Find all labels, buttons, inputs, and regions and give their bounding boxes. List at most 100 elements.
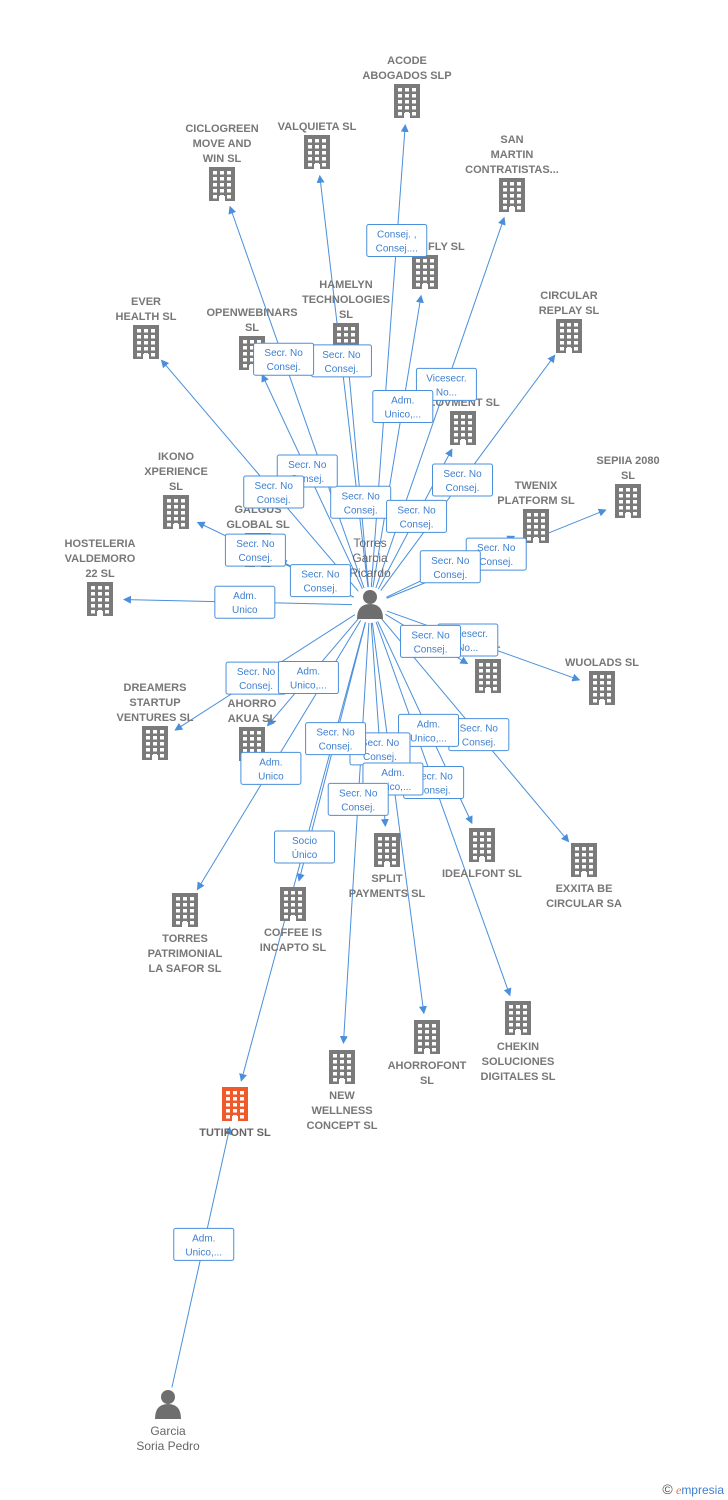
building-window [243,346,247,350]
building-window [243,358,247,362]
building-window [190,909,194,913]
building-window [151,329,155,333]
building-window [510,194,514,198]
building-door [515,1030,521,1035]
company-node-tutifont[interactable]: TUTIFONT SL [199,1087,271,1139]
building-window [284,915,288,919]
node-label-line: VALDEMORO [65,553,136,565]
edge-label-acode[interactable]: Consej. ,Consej.... [366,223,428,257]
edge-label-text: Consej. [363,752,397,763]
node-label-line: STARTUP [129,697,180,709]
building-window [468,439,472,443]
building-window [322,139,326,143]
building-window [308,145,312,149]
building-window [516,1005,520,1009]
building-window [298,903,302,907]
building-window [308,157,312,161]
building-window [425,1036,429,1040]
company-node-idealfont[interactable]: IDEALFONT SL [442,828,522,880]
building-door [314,164,320,169]
company-node-sanmartin[interactable]: SANMARTINCONTRATISTAS... [465,134,559,212]
building-window [593,681,597,685]
building-icon [556,319,582,353]
edge-label-trocofly[interactable]: Adm.Unico,... [372,389,434,423]
building-window [392,861,396,865]
building-window [473,856,477,860]
building-door [460,440,466,445]
edge-label-hosteleria[interactable]: Adm.Unico [214,585,276,619]
edge-label-text: Secr. No [460,724,499,735]
edge-label-text: Secr. No [322,350,361,361]
edge-label-text: Consej. [341,802,375,813]
building-door [173,524,179,529]
building-window [534,531,538,535]
edge-label-box [253,342,315,376]
building-window [412,112,416,116]
building-window [454,439,458,443]
building-window [412,94,416,98]
edge-label-torrespatrimonial[interactable]: Adm.Unico [240,751,302,785]
building-window [517,206,521,210]
company-node-valquieta[interactable]: VALQUIETA SL [278,121,357,169]
building-icon [412,255,438,289]
building-window [181,511,185,515]
building-door [479,857,485,862]
building-window [220,177,224,181]
edge-label-idealfont[interactable]: Adm.Unico,... [398,713,460,747]
building-window [626,500,630,504]
building-window [151,347,155,351]
edge-label-tutifont[interactable]: Adm.Unico,... [173,1227,235,1261]
building-window [257,731,261,735]
building-icon [374,833,400,867]
building-window [392,855,396,859]
building-window [468,415,472,419]
building-window [243,749,247,753]
building-window [461,415,465,419]
node-label-line: TORRES [162,933,208,945]
edge-label-ahorroakua[interactable]: Adm.Unico,... [277,661,339,695]
building-window [240,1097,244,1101]
building-window [233,1097,237,1101]
building-window [633,512,637,516]
company-node-wuolads[interactable]: WUOLADS SL [565,657,639,705]
node-label-line: EXXITA BE [556,883,613,895]
building-window [105,604,109,608]
node-label-line: WUOLADS SL [565,657,639,669]
building-door [219,196,225,201]
building-window [308,151,312,155]
